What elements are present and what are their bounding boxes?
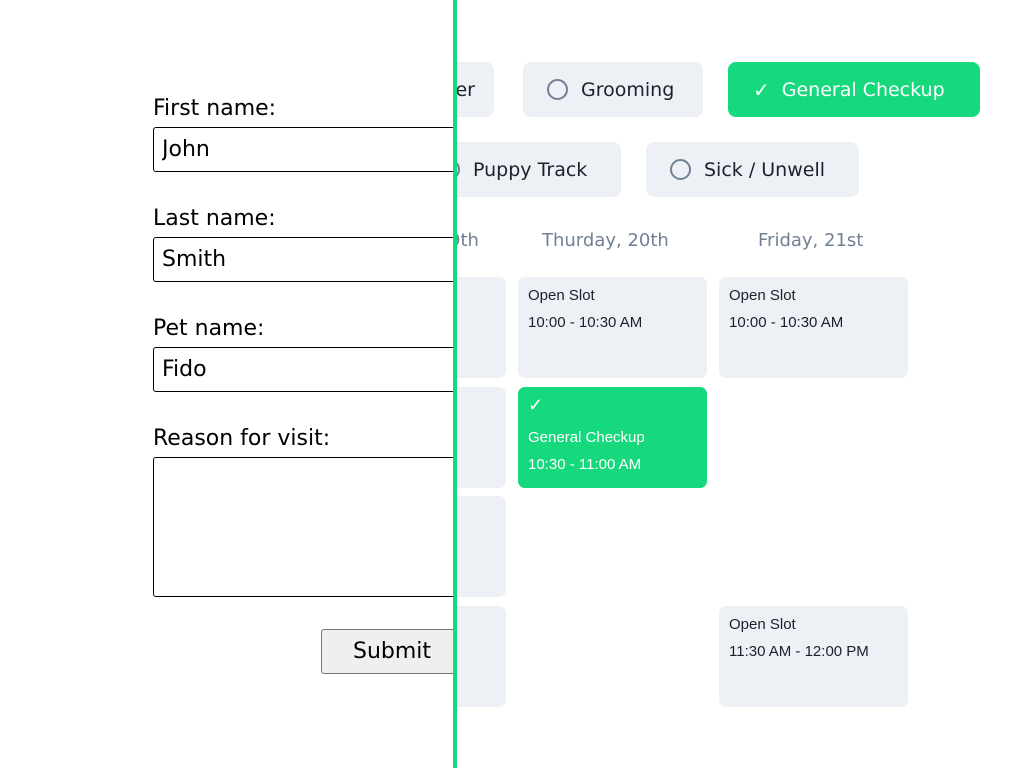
first-name-label: First name: xyxy=(153,96,277,121)
visit-type-chip-puppy-track[interactable]: Puppy Track xyxy=(457,142,621,197)
last-name-label: Last name: xyxy=(153,206,276,231)
submit-button[interactable]: Submit xyxy=(321,629,453,674)
scheduler-panel: er Grooming ✓ General Checkup Puppy Track… xyxy=(457,0,1024,768)
slot-title: General Checkup xyxy=(528,429,645,446)
radio-icon xyxy=(457,159,460,180)
slot-partial[interactable] xyxy=(457,606,506,707)
slot-partial[interactable] xyxy=(457,387,506,488)
slot-open[interactable]: Open Slot 10:00 - 10:30 AM xyxy=(518,277,707,378)
pet-name-label: Pet name: xyxy=(153,316,265,341)
slot-time: 11:30 AM - 12:00 PM xyxy=(729,643,869,660)
slot-title: Open Slot xyxy=(528,287,595,304)
day-header: Friday, 21st xyxy=(758,230,864,251)
chip-label: Sick / Unwell xyxy=(704,158,826,181)
split-divider[interactable] xyxy=(453,0,457,768)
pet-name-input[interactable] xyxy=(153,347,453,392)
slot-time: 10:00 - 10:30 AM xyxy=(729,314,844,331)
chip-label: Grooming xyxy=(581,78,675,101)
first-name-input[interactable] xyxy=(153,127,453,172)
reason-label: Reason for visit: xyxy=(153,426,331,451)
visit-type-chip-grooming[interactable]: Grooming xyxy=(523,62,703,117)
chip-label: er xyxy=(457,78,475,101)
day-header: Thurday, 20th xyxy=(542,230,669,251)
slot-selected[interactable]: ✓ General Checkup 10:30 - 11:00 AM xyxy=(518,387,707,488)
check-icon: ✓ xyxy=(753,77,770,102)
visit-type-chip-partial[interactable]: er xyxy=(457,62,494,117)
last-name-input[interactable] xyxy=(153,237,453,282)
slot-partial[interactable] xyxy=(457,277,506,378)
booking-form: First name: Last name: Pet name: Reason … xyxy=(0,0,453,768)
reason-textarea[interactable] xyxy=(153,457,453,597)
slot-title: Open Slot xyxy=(729,287,796,304)
radio-icon xyxy=(670,159,691,180)
visit-type-chip-general-checkup[interactable]: ✓ General Checkup xyxy=(728,62,980,117)
slot-open[interactable]: Open Slot 11:30 AM - 12:00 PM xyxy=(719,606,908,707)
visit-type-chip-sick-unwell[interactable]: Sick / Unwell xyxy=(646,142,859,197)
chip-label: Puppy Track xyxy=(473,158,588,181)
slot-time: 10:30 - 11:00 AM xyxy=(528,456,642,473)
slot-open[interactable]: Open Slot 10:00 - 10:30 AM xyxy=(719,277,908,378)
slot-partial[interactable] xyxy=(457,496,506,597)
slot-title: Open Slot xyxy=(729,616,796,633)
check-icon: ✓ xyxy=(528,395,544,415)
chip-label: General Checkup xyxy=(781,78,945,101)
radio-icon xyxy=(547,79,568,100)
slot-time: 10:00 - 10:30 AM xyxy=(528,314,643,331)
day-header: 9th xyxy=(457,230,479,251)
